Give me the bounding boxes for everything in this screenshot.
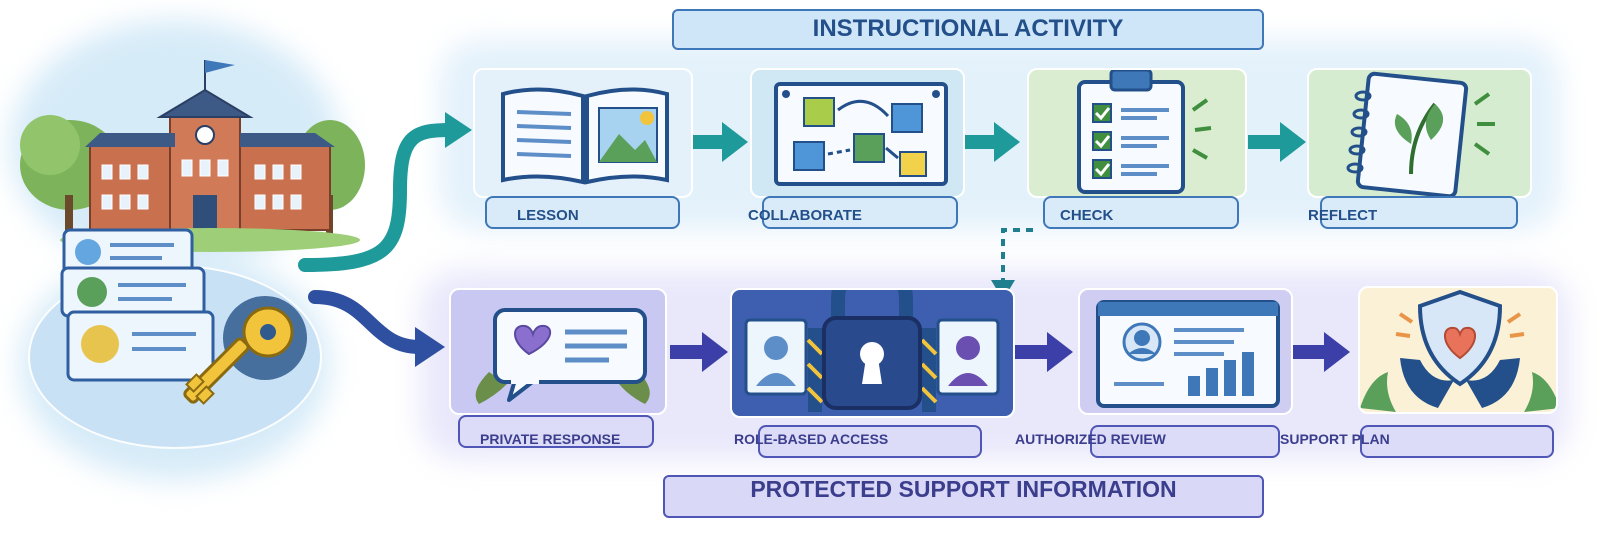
notebook-leaf-icon — [1346, 71, 1495, 196]
bottom-branch-arrow — [308, 290, 445, 367]
support-plan-label: SUPPORT PLAN — [1280, 431, 1390, 447]
private-response-card — [449, 288, 667, 415]
whiteboard-icon — [774, 82, 948, 186]
role-based-access-label: ROLE-BASED ACCESS — [734, 431, 889, 447]
label-box — [1090, 425, 1280, 458]
key-icon — [183, 296, 307, 405]
reflect-card — [1307, 68, 1532, 198]
reflect-label: REFLECT — [1308, 207, 1378, 224]
authorized-review-card — [1078, 288, 1293, 415]
collaborate-label: COLLABORATE — [748, 207, 862, 224]
support-plan-card — [1358, 286, 1558, 414]
label-box — [762, 196, 958, 229]
protected-support-information-banner: PROTECTED SUPPORT INFORMATION — [663, 475, 1264, 518]
clipboard-checklist-icon — [1077, 70, 1212, 194]
check-card — [1027, 68, 1247, 198]
open-book-icon — [501, 87, 669, 185]
flow-arrow — [1248, 122, 1306, 162]
instructional-activity-banner: INSTRUCTIONAL ACTIVITY — [672, 9, 1264, 50]
label-box — [758, 425, 982, 458]
flow-arrow — [670, 332, 728, 372]
label-box — [1320, 196, 1518, 229]
dashboard-profile-icon — [1096, 300, 1280, 408]
flow-arrow — [962, 122, 1020, 162]
flow-arrow — [1015, 332, 1073, 372]
authorized-review-label: AUTHORIZED REVIEW — [1015, 431, 1166, 447]
school-building-icon — [20, 60, 365, 252]
label-box — [458, 415, 654, 448]
label-box — [485, 196, 680, 229]
speech-bubble-heart-icon — [475, 308, 650, 404]
role-based-access-card — [730, 288, 1015, 418]
label-box — [1360, 425, 1554, 458]
flow-arrow — [1292, 332, 1350, 372]
flow-arrow — [690, 122, 748, 162]
private-response-label: PRIVATE RESPONSE — [480, 431, 621, 447]
shield-hands-heart-icon — [1360, 289, 1556, 412]
lesson-label: LESSON — [517, 207, 579, 224]
check-label: CHECK — [1060, 207, 1114, 224]
top-branch-arrow — [298, 112, 472, 272]
lesson-card — [473, 68, 693, 198]
label-box — [1043, 196, 1239, 229]
profile-cards-icon — [60, 228, 215, 382]
collaborate-card — [750, 68, 965, 198]
padlock-icon — [744, 290, 1000, 412]
